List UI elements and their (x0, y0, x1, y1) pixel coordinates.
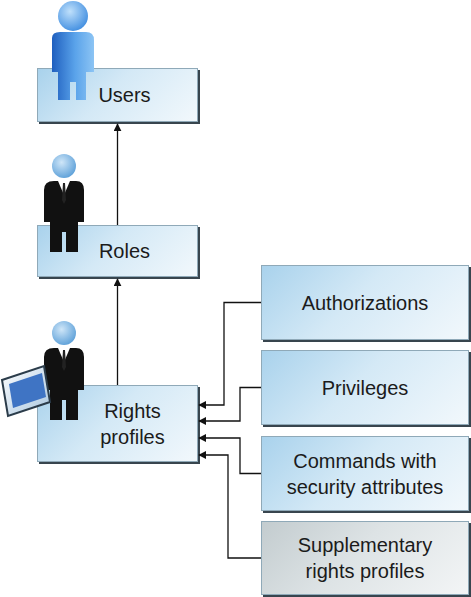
supplementary-box: Supplementary rights profiles (261, 521, 469, 595)
rights-profiles-box: Rights profiles (37, 385, 198, 462)
arrow-connector (199, 455, 261, 558)
users-box: Users (37, 68, 198, 122)
box-label: Privileges (322, 375, 409, 401)
authorizations-box: Authorizations (261, 265, 469, 340)
arrow-connector (117, 279, 118, 385)
box-label: Authorizations (302, 290, 429, 316)
box-label: Supplementary rights profiles (278, 532, 452, 584)
arrow-connector (117, 124, 118, 225)
box-label: Rights profiles (82, 398, 183, 450)
commands-box: Commands with security attributes (261, 436, 469, 511)
box-label: Users (98, 82, 150, 108)
privileges-box: Privileges (261, 350, 469, 425)
arrow-connector (199, 438, 261, 474)
roles-box: Roles (37, 225, 198, 277)
arrow-connector (199, 388, 261, 422)
box-label: Commands with security attributes (276, 448, 454, 500)
box-label: Roles (99, 238, 150, 264)
arrow-connector (199, 303, 261, 406)
